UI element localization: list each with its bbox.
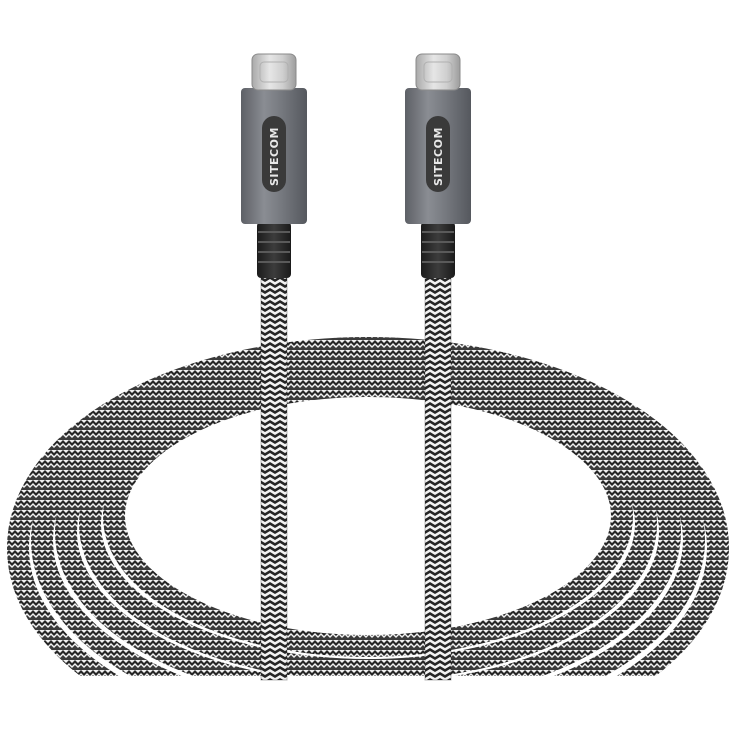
right-strain-relief xyxy=(421,222,455,278)
left-brand-badge xyxy=(262,116,286,192)
right-brand-badge xyxy=(426,116,450,192)
coil-loop-outer xyxy=(7,337,729,736)
coil-loop-inner xyxy=(103,375,633,657)
right-cable-lead xyxy=(425,272,451,680)
left-connector: SITECOM xyxy=(241,53,307,681)
left-strain-relief xyxy=(257,222,291,278)
left-usb-c-plug xyxy=(251,53,297,91)
left-cable-lead xyxy=(261,272,287,680)
right-usb-c-plug xyxy=(415,53,461,91)
right-brand-label: SITECOM xyxy=(432,127,445,186)
right-connector: SITECOM xyxy=(405,53,471,681)
left-brand-label: SITECOM xyxy=(268,127,281,186)
